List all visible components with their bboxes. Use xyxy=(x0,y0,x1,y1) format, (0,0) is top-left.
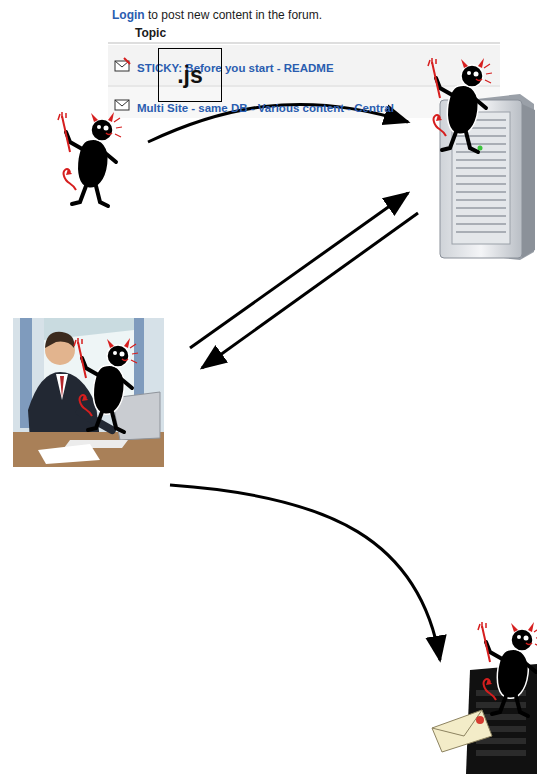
devil-figure xyxy=(58,112,122,206)
stolen-data-envelope-part xyxy=(476,716,484,724)
victim-photo xyxy=(13,318,164,467)
web-server-part xyxy=(478,146,483,151)
flow-arrow-part xyxy=(202,213,418,368)
script-file-box: .js xyxy=(158,48,222,102)
devil-figure xyxy=(74,338,138,432)
forum-text: Multi Site - same DB - Various content -… xyxy=(137,102,394,115)
envelope-icon-part xyxy=(115,100,129,110)
forum-text: STICKY: Before you start - README xyxy=(137,62,334,75)
web-server-part xyxy=(522,104,535,258)
forum-panel-part xyxy=(108,45,500,85)
stolen-data-envelope-part xyxy=(432,710,492,752)
attacker-server-part xyxy=(476,750,526,756)
envelope-icon-part xyxy=(115,100,129,106)
devil-figure xyxy=(478,622,537,716)
forum-text: Topic xyxy=(135,27,166,41)
victim-photo-part xyxy=(60,376,64,398)
file-label: .js xyxy=(177,62,203,88)
stolen-data-envelope xyxy=(432,710,492,752)
victim-photo-part xyxy=(45,332,74,348)
envelope-icon-part xyxy=(115,61,129,71)
flow-arrow-part xyxy=(190,193,408,348)
forum-text: Login to post new content in the forum. xyxy=(112,9,322,23)
envelope-icon-part xyxy=(124,58,130,64)
stolen-data-envelope-part xyxy=(432,710,482,736)
web-server-part xyxy=(456,120,506,232)
flow-arrow-part xyxy=(170,485,440,660)
victim-photo-part xyxy=(56,374,68,400)
victim-photo-part xyxy=(38,444,100,464)
forum-panel-part xyxy=(108,43,500,44)
devil-figure xyxy=(428,58,492,152)
flow-arrow xyxy=(148,104,440,660)
envelope-icon xyxy=(115,58,130,110)
victim-photo-part xyxy=(13,318,164,467)
forum-panel: Login to post new content in the forum. T… xyxy=(108,4,500,118)
